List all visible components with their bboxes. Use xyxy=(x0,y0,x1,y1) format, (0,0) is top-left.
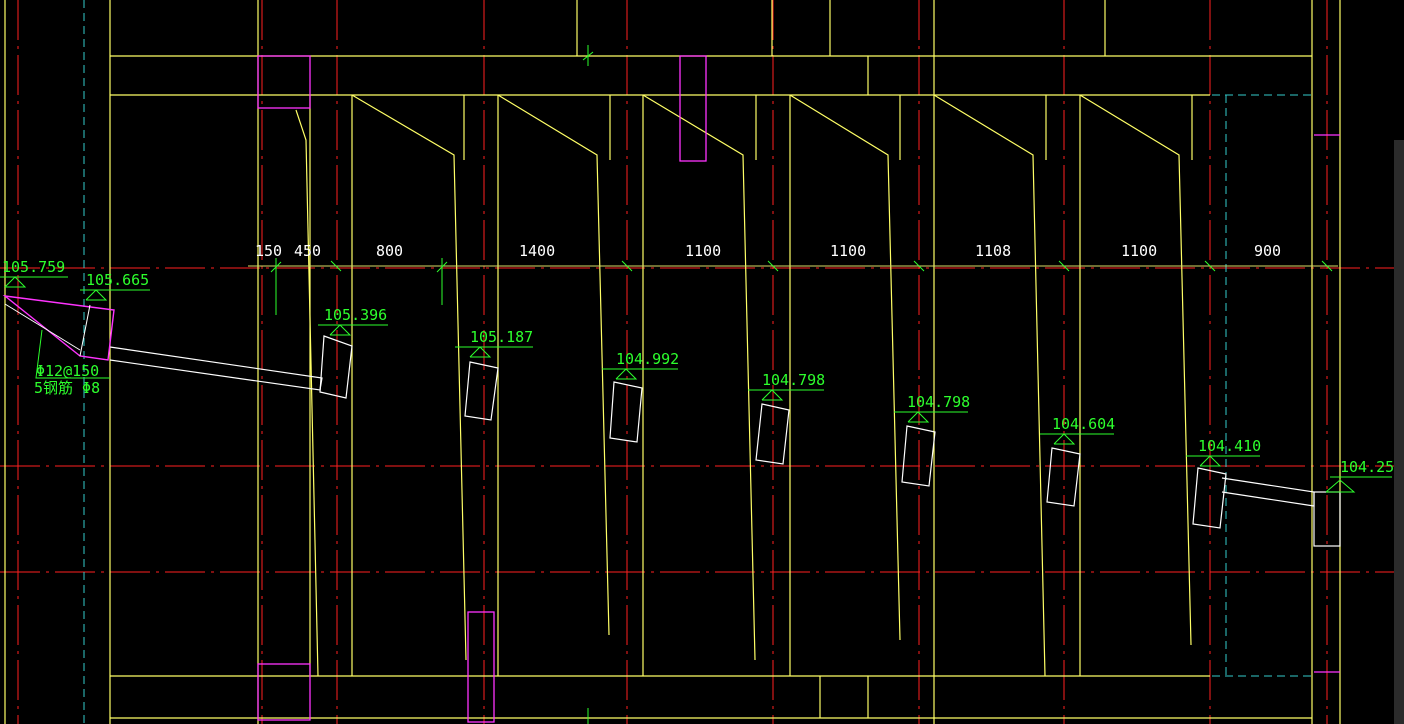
hidden-lines xyxy=(83,0,1312,724)
elevation-label: 104.992 xyxy=(616,350,679,368)
dim-label: 1100 xyxy=(830,242,866,260)
elevation-label: 104.250 xyxy=(1340,458,1403,476)
elevation-label: 105.665 xyxy=(86,271,149,289)
dim-label: 1400 xyxy=(519,242,555,260)
wall-lines xyxy=(4,0,1341,724)
dim-label: 900 xyxy=(1254,242,1281,260)
rebar-note: Φ12@150 5钢筋 Φ8 xyxy=(34,362,100,397)
dim-label: 450 xyxy=(294,242,321,260)
elevation-label: 104.604 xyxy=(1052,415,1115,433)
elevation-label: 105.396 xyxy=(324,306,387,324)
dimension-ticks xyxy=(270,45,1333,724)
dim-label: 1108 xyxy=(975,242,1011,260)
elevation-labels: 105.759 105.665 105.396 105.187 104.992 … xyxy=(2,258,1403,476)
vertical-scrollbar[interactable] xyxy=(1394,140,1404,724)
dimension-labels: 150 450 800 1400 1100 1100 1108 1100 900 xyxy=(255,242,1281,260)
step-sections xyxy=(109,335,1341,547)
elevation-label: 104.410 xyxy=(1198,437,1261,455)
rebar-note-line2: 5钢筋 Φ8 xyxy=(34,379,100,397)
elevation-label: 104.798 xyxy=(907,393,970,411)
elevation-markers xyxy=(0,276,1392,493)
elevation-label: 105.759 xyxy=(2,258,65,276)
dim-label: 800 xyxy=(376,242,403,260)
column-rects xyxy=(257,55,1340,723)
dim-label: 1100 xyxy=(685,242,721,260)
dim-label: 150 xyxy=(255,242,282,260)
elevation-label: 105.187 xyxy=(470,328,533,346)
rebar-note-line1: Φ12@150 xyxy=(36,362,99,380)
left-slab-outline xyxy=(2,294,115,361)
left-slab-inner xyxy=(4,303,91,357)
dim-label: 1100 xyxy=(1121,242,1157,260)
elevation-label: 104.798 xyxy=(762,371,825,389)
